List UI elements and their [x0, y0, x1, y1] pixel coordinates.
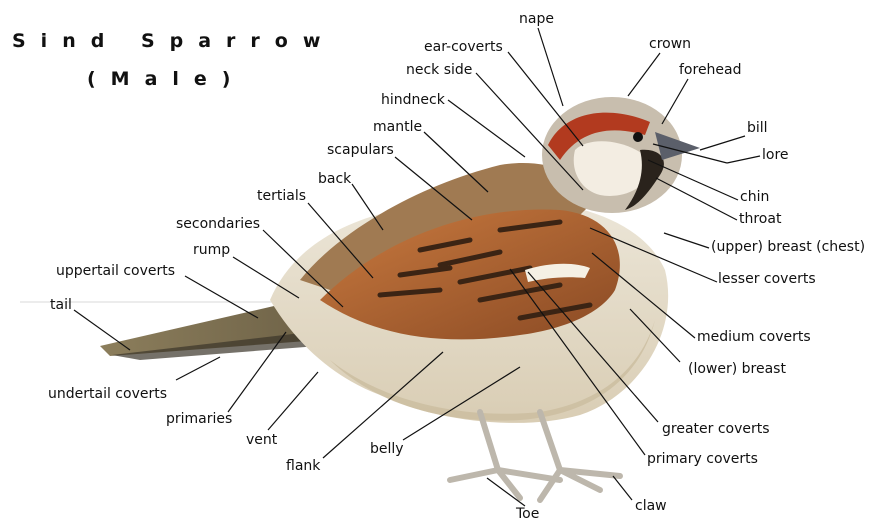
label-throat: throat: [739, 211, 781, 227]
leader-throat: [656, 178, 737, 220]
label-toe: Toe: [516, 506, 539, 522]
label-mantle: mantle: [373, 119, 422, 135]
label-rump: rump: [193, 242, 230, 258]
label-nape: nape: [519, 11, 554, 27]
label-vent: vent: [246, 432, 277, 448]
leader-bill: [700, 136, 745, 150]
leader-crown: [628, 53, 660, 96]
label-lore: lore: [762, 147, 789, 163]
label-uppertail-coverts: uppertail coverts: [56, 263, 175, 279]
legs-feet: [450, 412, 620, 500]
label-primaries: primaries: [166, 411, 232, 427]
label-primary-coverts: primary coverts: [647, 451, 758, 467]
leader-upper-breast: [664, 233, 709, 248]
leader-vent: [268, 372, 318, 430]
label-chin: chin: [740, 189, 769, 205]
label-belly: belly: [370, 441, 404, 457]
leader-claw: [613, 476, 632, 500]
label-scapulars: scapulars: [327, 142, 394, 158]
leader-undertail-coverts: [176, 357, 220, 380]
label-lesser-coverts: lesser coverts: [718, 271, 816, 287]
leader-forehead: [662, 79, 688, 124]
label-crown: crown: [649, 36, 691, 52]
label-secondaries: secondaries: [176, 216, 260, 232]
diagram-title-line1: Sind Sparrow: [12, 30, 335, 52]
label-tertials: tertials: [257, 188, 306, 204]
label-forehead: forehead: [679, 62, 742, 78]
leader-tail: [74, 310, 130, 350]
leader-uppertail-coverts: [185, 276, 258, 318]
label-tail: tail: [50, 297, 72, 313]
label-hindneck: hindneck: [381, 92, 445, 108]
leader-ear-coverts: [508, 52, 583, 146]
label-greater-coverts: greater coverts: [662, 421, 770, 437]
label-undertail-coverts: undertail coverts: [48, 386, 167, 402]
label-medium-coverts: medium coverts: [697, 329, 811, 345]
label-ear-coverts: ear-coverts: [424, 39, 503, 55]
diagram-title-line2: (Male): [87, 68, 246, 90]
label-bill: bill: [747, 120, 768, 136]
label-upper-breast: (upper) breast (chest): [711, 239, 865, 255]
eye: [633, 132, 643, 142]
label-back: back: [318, 171, 351, 187]
leader-hindneck: [448, 100, 525, 157]
label-lower-breast: (lower) breast: [688, 361, 786, 377]
label-claw: claw: [635, 498, 667, 514]
label-flank: flank: [286, 458, 320, 474]
label-neck-side: neck side: [406, 62, 472, 78]
leader-lore: [727, 156, 760, 163]
